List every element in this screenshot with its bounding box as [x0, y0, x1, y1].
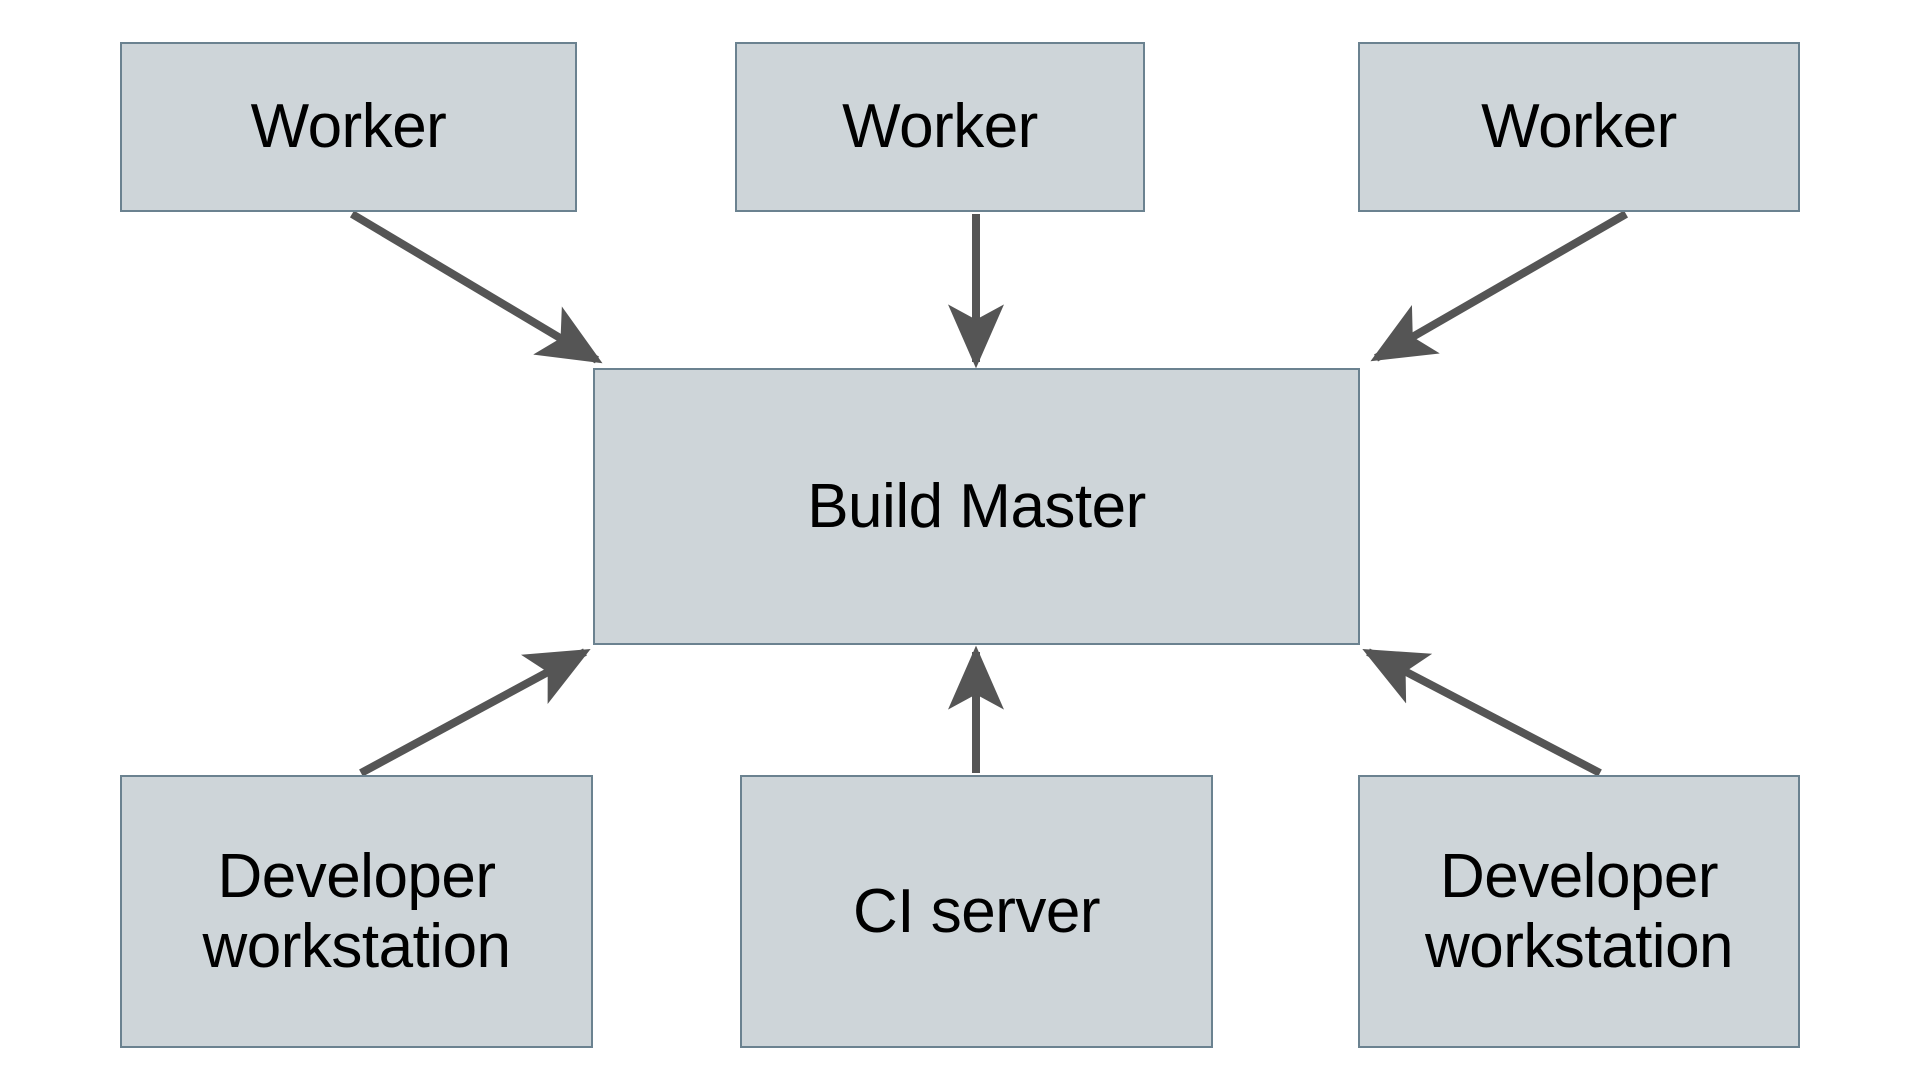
- node-label: Worker: [842, 92, 1038, 162]
- edge-worker1-to-master: [349, 210, 603, 364]
- node-label: CI server: [853, 876, 1100, 946]
- node-label: Worker: [250, 92, 447, 162]
- node-worker-1[interactable]: Worker: [120, 42, 577, 212]
- node-label: Build Master: [807, 471, 1146, 541]
- node-label: Developer workstation: [1424, 842, 1734, 981]
- node-developer-workstation-right[interactable]: Developer workstation: [1358, 775, 1800, 1048]
- node-worker-3[interactable]: Worker: [1358, 42, 1800, 212]
- edge-dev1-to-master: [359, 648, 591, 777]
- edge-worker3-to-master: [1370, 210, 1628, 362]
- node-ci-server[interactable]: CI server: [740, 775, 1213, 1048]
- edge-dev2-to-master: [1362, 648, 1602, 777]
- node-developer-workstation-left[interactable]: Developer workstation: [120, 775, 593, 1048]
- node-build-master[interactable]: Build Master: [593, 368, 1360, 645]
- node-label: Developer workstation: [202, 842, 511, 981]
- node-label: Worker: [1481, 92, 1677, 162]
- node-worker-2[interactable]: Worker: [735, 42, 1145, 212]
